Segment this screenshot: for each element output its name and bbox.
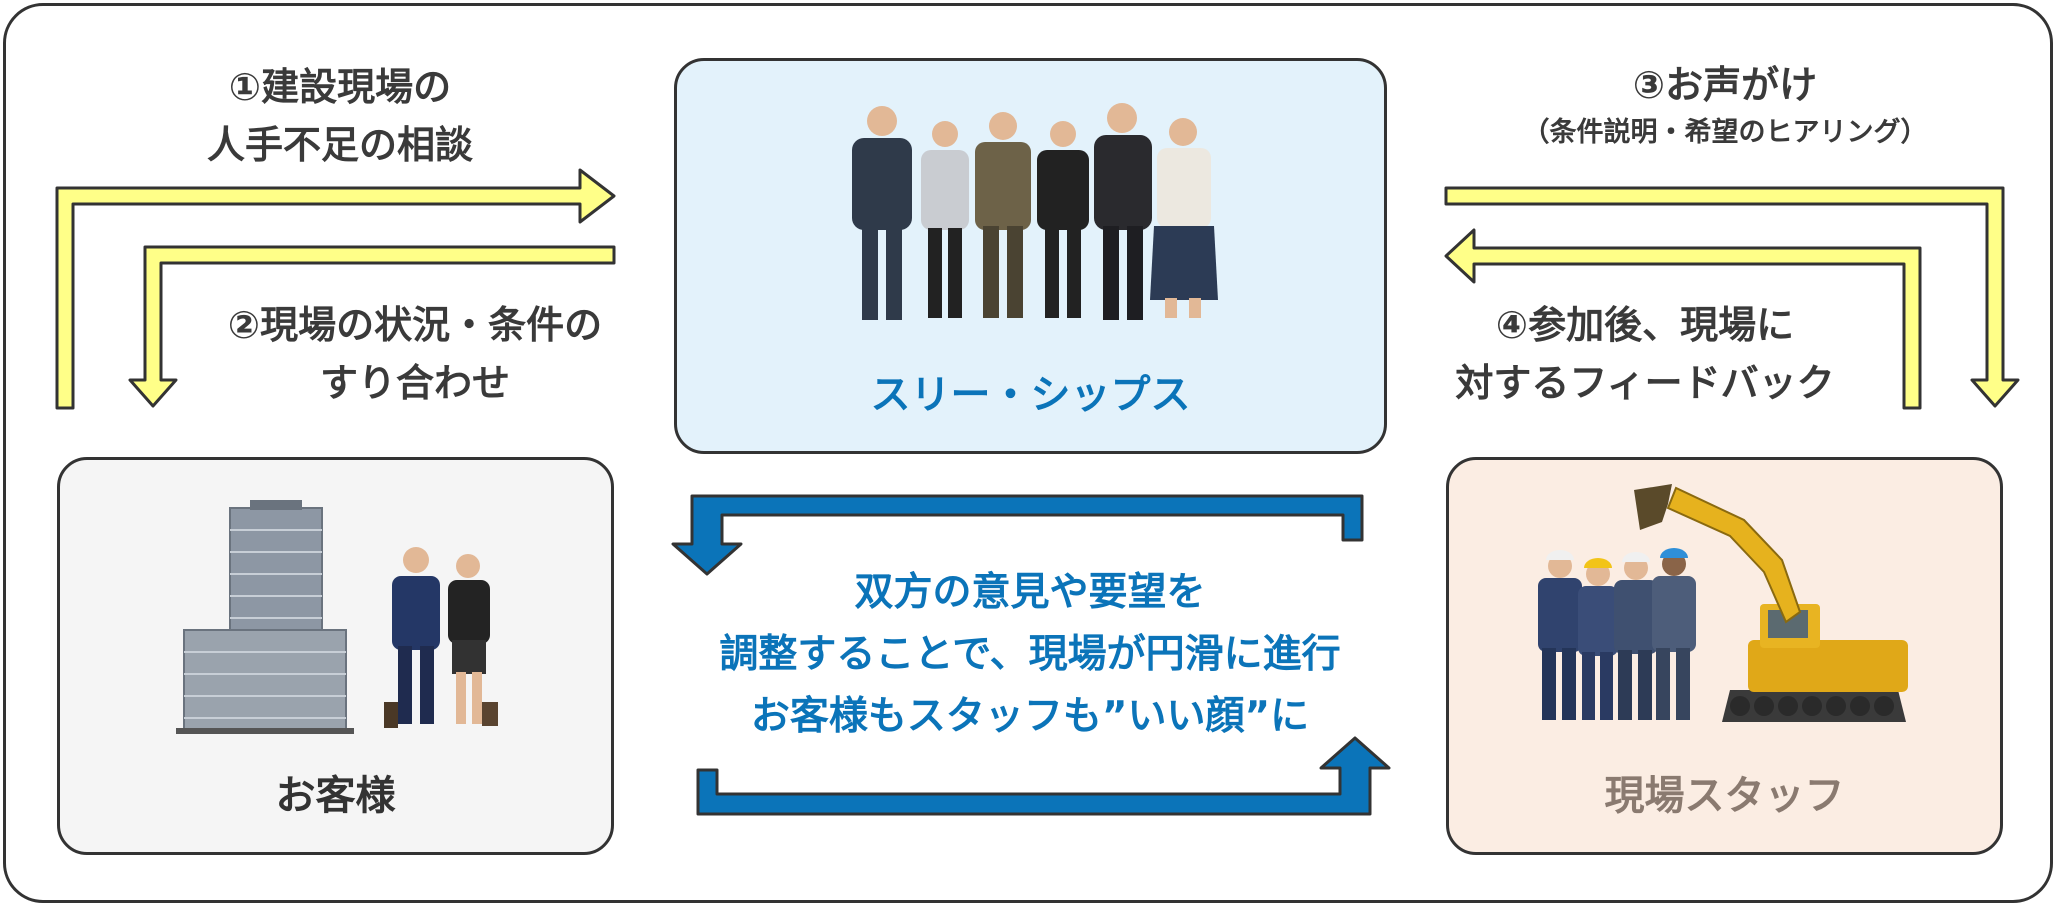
center-message-line2: 調整することで、現場が円滑に進行	[719, 632, 1341, 677]
center-message-line1: 双方の意見や要望を	[854, 570, 1206, 615]
company-label: スリー・シップス	[870, 372, 1191, 418]
step3-title: ③お声がけ	[1632, 63, 1818, 107]
arrow-step2	[128, 245, 616, 408]
step1-line1: ①建設現場の	[228, 65, 452, 109]
blue-arrow-bottom	[696, 736, 1391, 816]
step2-line2: すり合わせ	[319, 361, 510, 405]
step1-text: ①建設現場の 人手不足の相談	[180, 58, 500, 174]
arrow-step1	[55, 168, 616, 410]
step2-text: ②現場の状況・条件の すり合わせ	[200, 296, 630, 412]
company-box	[674, 58, 1387, 454]
client-label: お客様	[275, 773, 396, 819]
arrow-step3	[1444, 186, 2020, 408]
center-message-line3: お客様もスタッフも”いい顔”に	[750, 694, 1310, 739]
staff-label: 現場スタッフ	[1604, 773, 1845, 819]
step3-subtitle: （条件説明・希望のヒアリング）	[1522, 117, 1928, 148]
step1-line2: 人手不足の相談	[206, 123, 473, 167]
step4-line1: ④参加後、現場に	[1495, 303, 1795, 347]
step4-line2: 対するフィードバック	[1455, 361, 1835, 405]
team-photo	[852, 103, 1218, 320]
arrow-step4	[1444, 228, 1922, 410]
workers-and-excavator	[1538, 484, 1908, 722]
blue-arrow-top	[671, 494, 1364, 576]
center-message: 双方の意見や要望を 調整することで、現場が円滑に進行 お客様もスタッフも”いい顔…	[640, 562, 1420, 748]
step2-line1: ②現場の状況・条件の	[227, 303, 603, 347]
building-and-businesspeople	[176, 500, 498, 734]
step4-text: ④参加後、現場に 対するフィードバック	[1420, 296, 1870, 412]
